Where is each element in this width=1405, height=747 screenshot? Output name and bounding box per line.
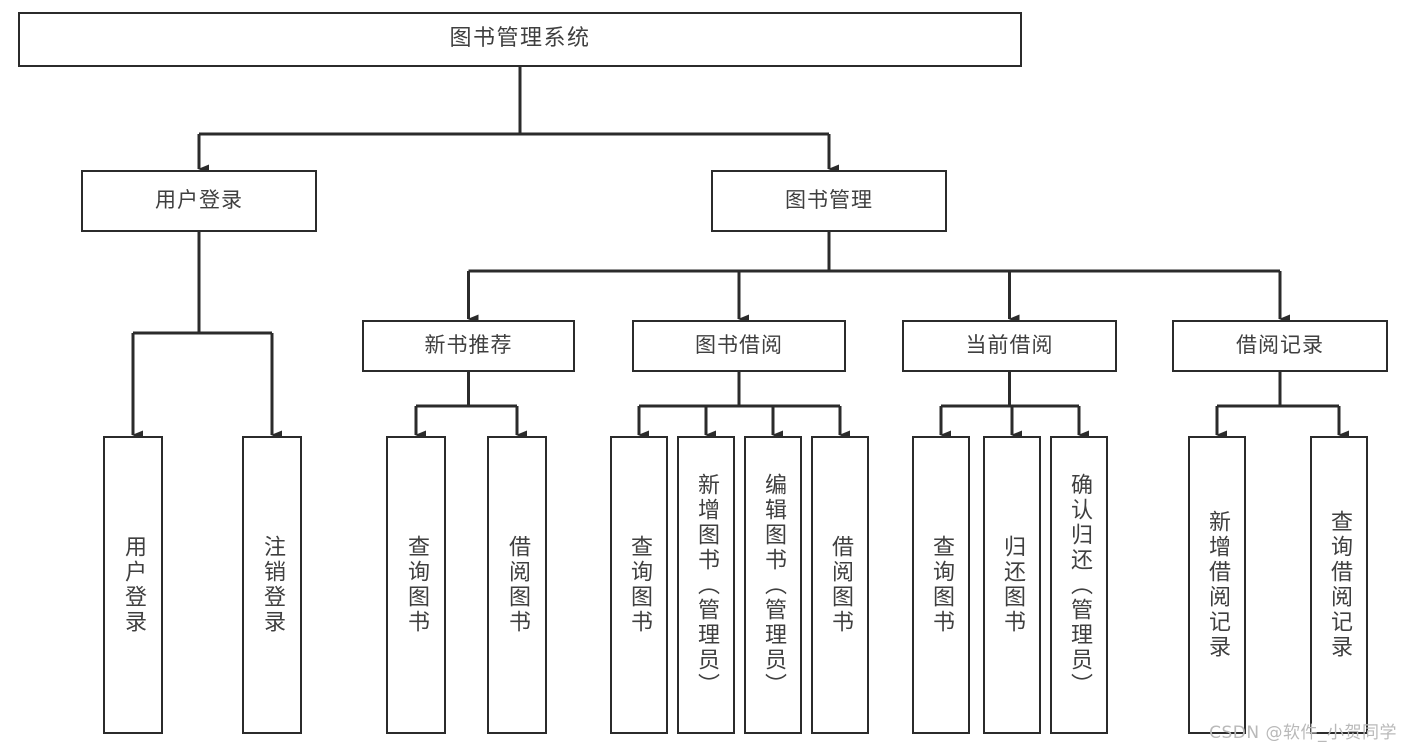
node-label: 查询图书	[627, 535, 652, 635]
node-root[interactable]: 图书管理系统	[18, 12, 1022, 67]
node-label: 新书推荐	[424, 333, 513, 358]
node-label: 新增借阅记录	[1205, 510, 1230, 660]
node-leaf-br-add[interactable]: 新增借阅记录	[1188, 436, 1246, 734]
node-label: 图书管理系统	[449, 26, 591, 52]
node-label: 查询图书	[929, 535, 954, 635]
node-label: 查询图书	[404, 535, 429, 635]
node-leaf-cb-return[interactable]: 归还图书	[983, 436, 1041, 734]
node-label: 用户登录	[121, 535, 146, 635]
node-leaf-cb-confirm[interactable]: 确认归还（管理员）	[1050, 436, 1108, 734]
node-book-borrow[interactable]: 图书借阅	[632, 320, 846, 372]
node-leaf-user-login[interactable]: 用户登录	[103, 436, 163, 734]
node-label: 新增图书（管理员）	[694, 472, 719, 698]
watermark: CSDN @软件_小贺同学	[1209, 723, 1397, 743]
node-current-borrow[interactable]: 当前借阅	[902, 320, 1117, 372]
node-label: 确认归还（管理员）	[1067, 472, 1092, 698]
node-leaf-bb-add[interactable]: 新增图书（管理员）	[677, 436, 735, 734]
node-leaf-bb-borrow[interactable]: 借阅图书	[811, 436, 869, 734]
node-label: 归还图书	[1000, 535, 1025, 635]
node-leaf-bb-query[interactable]: 查询图书	[610, 436, 668, 734]
node-leaf-cb-query[interactable]: 查询图书	[912, 436, 970, 734]
node-label: 借阅记录	[1236, 333, 1324, 358]
node-leaf-rec-query[interactable]: 查询图书	[386, 436, 446, 734]
node-leaf-rec-borrow[interactable]: 借阅图书	[487, 436, 547, 734]
node-book-manage[interactable]: 图书管理	[711, 170, 947, 232]
node-new-book-rec[interactable]: 新书推荐	[362, 320, 575, 372]
node-label: 用户登录	[155, 188, 243, 213]
node-label: 注销登录	[260, 535, 285, 635]
connector-lines	[131, 67, 1349, 440]
node-label: 图书借阅	[695, 333, 783, 358]
node-leaf-br-query[interactable]: 查询借阅记录	[1310, 436, 1368, 734]
node-leaf-bb-edit[interactable]: 编辑图书（管理员）	[744, 436, 802, 734]
node-borrow-record[interactable]: 借阅记录	[1172, 320, 1388, 372]
node-user-login[interactable]: 用户登录	[81, 170, 317, 232]
node-label: 当前借阅	[965, 333, 1054, 358]
node-label: 查询借阅记录	[1327, 510, 1352, 660]
node-label: 编辑图书（管理员）	[761, 472, 786, 698]
node-label: 借阅图书	[505, 535, 530, 635]
node-label: 借阅图书	[828, 535, 853, 635]
node-label: 图书管理	[785, 188, 873, 213]
node-leaf-user-logout[interactable]: 注销登录	[242, 436, 302, 734]
